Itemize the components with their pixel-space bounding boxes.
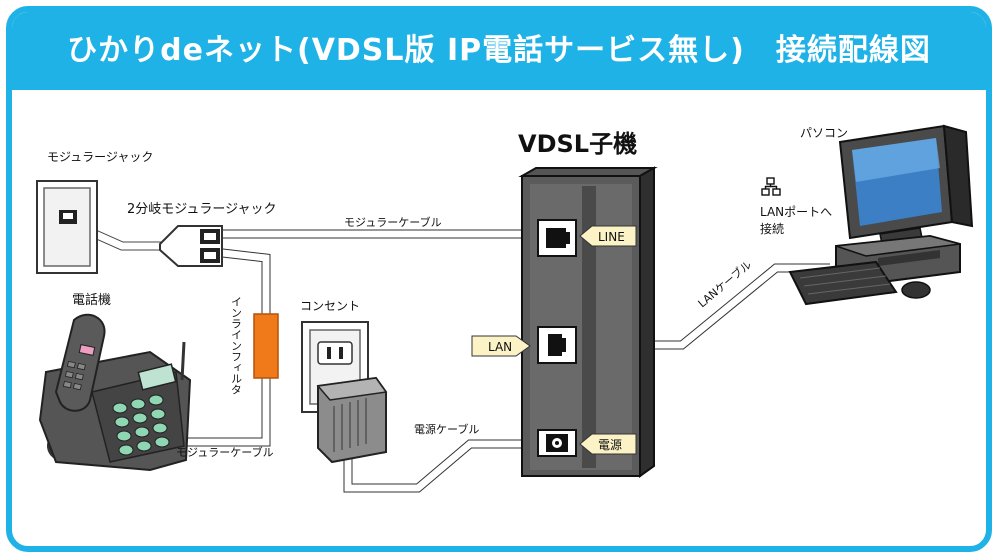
modular-cable-bottom-label: モジュラーケーブル [176,445,274,459]
inline-filter [253,313,279,379]
title-bar: ひかりdeネット(VDSL版 IP電話サービス無し) 接続配線図 [12,12,986,90]
ac-adapter [316,376,388,464]
lan-port-instruction-line2: 接続 [760,221,784,236]
telephone [38,313,192,472]
power-label-text: 電源 [598,438,622,452]
modular-cable-top-label: モジュラーケーブル [344,215,442,229]
splitter-label: 2分岐モジュラージャック [127,202,276,217]
network-icon [761,177,781,196]
power-cable-label: 電源ケーブル [414,422,479,436]
page-title: ひかりdeネット(VDSL版 IP電話サービス無し) 接続配線図 [67,33,931,68]
device-name: VDSL子機 [518,130,637,158]
line-port-label: LINE [579,225,637,247]
splitter-jack [159,225,223,267]
inline-filter-label: インラインフィルタ [230,296,243,395]
outlet-label: コンセント [300,299,360,313]
lan-cable-label: LANケーブル [695,257,754,310]
vdsl-unit [518,166,658,478]
lan-port-instruction-line1: LANポートへ [760,205,832,219]
modular-jack-label: モジュラージャック [47,150,153,164]
phone-label: 電話機 [72,292,111,308]
wall-modular-jack [36,180,98,274]
pc-label: パソコン [800,126,848,140]
power-port-label: 電源 [579,433,637,455]
lan-label-text: LAN [488,340,512,354]
lan-port-label: LAN [471,335,531,357]
line-label-text: LINE [598,230,625,244]
personal-computer [788,124,974,306]
